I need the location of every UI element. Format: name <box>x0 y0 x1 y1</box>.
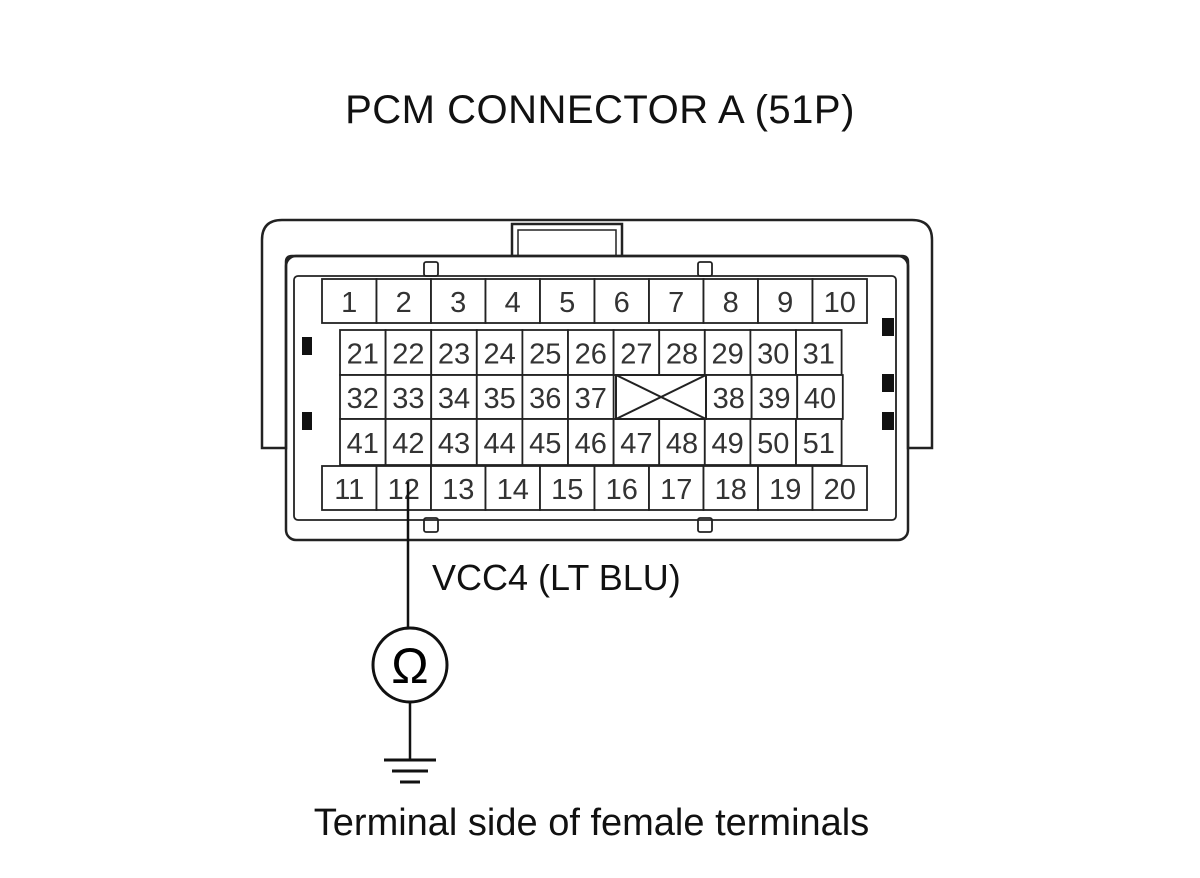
ohmmeter-symbol: Ω <box>391 638 428 694</box>
diagram-title: PCM CONNECTOR A (51P) <box>345 88 855 132</box>
pin-number: 35 <box>483 383 515 415</box>
ground-icon <box>384 758 436 784</box>
pin-cell <box>702 465 759 511</box>
pin-cell <box>539 278 596 324</box>
pin-number: 28 <box>666 339 698 371</box>
pin-number: 25 <box>529 339 561 371</box>
pin-number: 45 <box>529 428 561 460</box>
ohmmeter-icon: Ω <box>371 626 449 704</box>
pin-number: 37 <box>575 383 607 415</box>
pin-number: 15 <box>551 474 583 506</box>
pin-cell <box>375 465 432 511</box>
pin-cell <box>811 278 868 324</box>
pin-cell <box>521 418 569 466</box>
empty-cavity <box>615 374 707 420</box>
housing-latch-marks <box>302 318 894 430</box>
pin-number: 51 <box>803 428 835 460</box>
pin-number: 3 <box>450 287 466 319</box>
pin-number: 48 <box>666 428 698 460</box>
pin-cell <box>484 465 541 511</box>
pin-number: 8 <box>723 287 739 319</box>
pin-cell <box>648 465 705 511</box>
wire-label: VCC4 (LT BLU) <box>432 557 681 598</box>
pin-number: 12 <box>388 474 420 506</box>
pin-number: 46 <box>575 428 607 460</box>
pin-cell <box>612 418 661 466</box>
pin-number: 1 <box>341 287 357 319</box>
pin-number: 44 <box>483 428 515 460</box>
pin-number: 20 <box>824 474 856 506</box>
pin-number: 10 <box>824 287 856 319</box>
pin-cell <box>749 418 797 466</box>
pin-number: 40 <box>804 383 836 415</box>
pin-number: 26 <box>575 339 607 371</box>
pin-number: 24 <box>483 339 515 371</box>
pin-cell <box>648 278 705 324</box>
pin-cell <box>430 278 487 324</box>
pin-number: 41 <box>347 428 379 460</box>
pin-number: 4 <box>505 287 521 319</box>
pin-number: 30 <box>757 339 789 371</box>
pin-cell <box>384 374 433 420</box>
pin-number: 42 <box>392 428 424 460</box>
pin-number: 47 <box>620 428 652 460</box>
pin-cell <box>321 465 378 511</box>
pin-number: 5 <box>559 287 575 319</box>
pin-number: 39 <box>758 383 790 415</box>
pin-number: 9 <box>777 287 793 319</box>
pin-number: 31 <box>803 339 835 371</box>
pin-cell <box>339 418 387 466</box>
pin-number: 32 <box>347 383 379 415</box>
pin-cell <box>430 374 478 420</box>
pin-cell <box>757 465 814 511</box>
pin-cell <box>567 418 615 466</box>
pin-cell <box>484 278 541 324</box>
pin-number: 23 <box>438 339 470 371</box>
pin-number: 36 <box>529 383 561 415</box>
pin-number: 17 <box>660 474 692 506</box>
pin-number: 49 <box>711 428 743 460</box>
pin-cell <box>475 374 524 420</box>
pin-number: 16 <box>606 474 638 506</box>
pin-cell <box>339 329 387 376</box>
connector-housing <box>260 218 934 542</box>
pin-cell <box>796 374 844 420</box>
pin-cell <box>757 278 814 324</box>
pin-number: 33 <box>392 383 424 415</box>
pin-cell <box>430 465 487 511</box>
pin-number: 27 <box>620 339 652 371</box>
pin-cell <box>750 374 799 420</box>
pin-number: 11 <box>334 474 364 506</box>
pin-number: 6 <box>614 287 630 319</box>
pin-cell <box>703 418 752 466</box>
pin-number: 13 <box>442 474 474 506</box>
pin-cell <box>375 278 432 324</box>
pin-number: 50 <box>757 428 789 460</box>
pin-cell <box>384 329 433 376</box>
pin-number: 21 <box>347 339 379 371</box>
pin-cell <box>384 418 433 466</box>
pin-cell <box>539 465 596 511</box>
pin-cell <box>795 418 843 466</box>
pin-cell <box>612 329 661 376</box>
pin-number: 7 <box>668 287 684 319</box>
pin-number: 2 <box>396 287 412 319</box>
pin-number: 22 <box>392 339 424 371</box>
pin-number: 43 <box>438 428 470 460</box>
pin-number: 38 <box>713 383 745 415</box>
pin-cell <box>475 418 524 466</box>
pin-number: 18 <box>715 474 747 506</box>
pin-number: 19 <box>769 474 801 506</box>
pin-number: 34 <box>438 383 470 415</box>
pin-number: 29 <box>711 339 743 371</box>
footer-caption: Terminal side of female terminals <box>313 802 870 844</box>
pin-cell <box>811 465 868 511</box>
pin-cell <box>795 329 843 376</box>
pin-cell <box>521 329 569 376</box>
pin-number: 14 <box>497 474 529 506</box>
